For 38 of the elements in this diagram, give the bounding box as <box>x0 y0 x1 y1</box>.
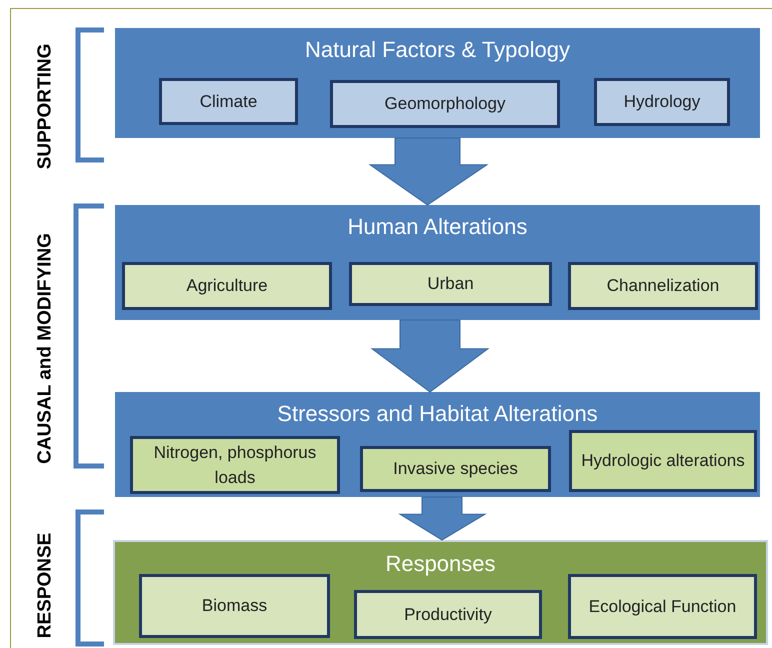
factor-box <box>568 262 758 310</box>
stage-label: SUPPORTING <box>36 42 56 172</box>
section-band <box>115 392 760 497</box>
factor-label: Biomass <box>200 595 268 618</box>
factor-label: Ecological Function <box>588 596 738 618</box>
factor-box <box>568 574 757 639</box>
factor-label: Climate <box>198 90 258 113</box>
factor-box <box>130 436 340 494</box>
block-arrow <box>368 138 489 206</box>
factor-label: Productivity <box>403 604 493 626</box>
factor-label: Agriculture <box>185 275 269 298</box>
factor-box <box>594 78 730 126</box>
block-arrow <box>370 320 490 393</box>
section-title: Responses <box>384 550 497 578</box>
factor-label: Urban <box>426 273 475 296</box>
section-band <box>115 205 760 320</box>
section-title: Stressors and Habitat Alterations <box>276 400 599 428</box>
stage-label: CAUSAL and MODIFYING <box>36 232 56 466</box>
block-arrow <box>398 496 487 541</box>
factor-box <box>360 446 551 492</box>
factor-box <box>569 430 757 492</box>
factor-label: Nitrogen, phosphorus loads <box>152 442 318 489</box>
section-title: Natural Factors & Typology <box>304 36 571 64</box>
factor-label: Invasive species <box>392 458 519 480</box>
factor-box <box>349 262 552 306</box>
factor-label: Geomorphology <box>384 93 506 116</box>
factor-box <box>159 78 298 125</box>
factor-label: Hydrologic alterations <box>580 450 746 472</box>
factor-box <box>122 262 332 310</box>
section-band <box>115 28 760 138</box>
factor-box <box>139 574 330 638</box>
factor-box <box>354 590 542 639</box>
factor-label: Channelization <box>606 275 720 298</box>
factor-label: Hydrology <box>622 91 702 114</box>
section-band <box>113 540 768 645</box>
factor-box <box>330 80 560 128</box>
stage-label: RESPONSE <box>36 532 56 640</box>
section-title: Human Alterations <box>346 213 528 240</box>
